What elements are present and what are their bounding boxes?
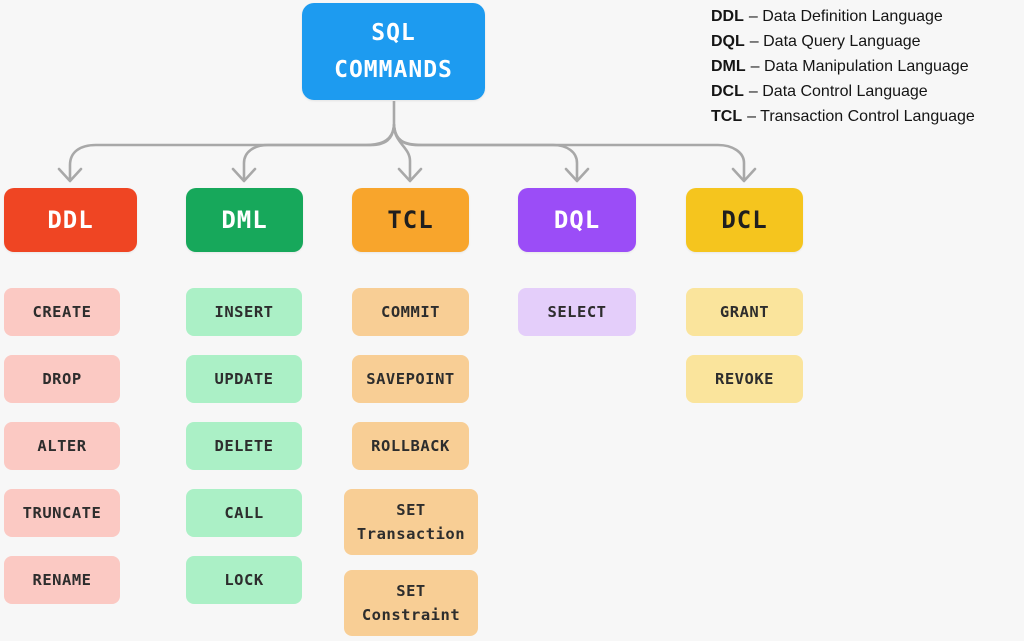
arrowhead-dml-icon xyxy=(231,167,257,183)
legend-abbr: TCL xyxy=(711,108,743,125)
command-box: ALTER xyxy=(4,422,120,470)
command-box: RENAME xyxy=(4,556,120,604)
branch-dcl-line xyxy=(392,123,746,182)
command-box: SAVEPOINT xyxy=(352,355,469,403)
command-box: DROP xyxy=(4,355,120,403)
arrowhead-dql-icon xyxy=(564,167,590,183)
column-dml: DML INSERT UPDATE DELETE CALL LOCK xyxy=(186,188,303,623)
command-box: LOCK xyxy=(186,556,302,604)
legend-abbr: DDL xyxy=(711,8,744,25)
command-box: CALL xyxy=(186,489,302,537)
command-box: SET Transaction xyxy=(344,489,478,555)
command-box: CREATE xyxy=(4,288,120,336)
legend-abbr: DQL xyxy=(711,33,745,50)
category-box-dcl: DCL xyxy=(686,188,803,252)
command-box: SET Constraint xyxy=(344,570,478,636)
sql-commands-box: SQL COMMANDS xyxy=(302,3,485,100)
command-box: COMMIT xyxy=(352,288,469,336)
command-box: TRUNCATE xyxy=(4,489,120,537)
legend: DDL– Data Definition Language DQL– Data … xyxy=(711,4,975,129)
connector-arrows xyxy=(57,101,757,183)
command-box: INSERT xyxy=(186,288,302,336)
category-box-tcl: TCL xyxy=(352,188,469,252)
arrowhead-tcl-icon xyxy=(397,167,423,183)
command-box: SELECT xyxy=(518,288,636,336)
category-box-dml: DML xyxy=(186,188,303,252)
command-box: UPDATE xyxy=(186,355,302,403)
legend-desc: – Data Query Language xyxy=(749,33,921,50)
legend-item: DML– Data Manipulation Language xyxy=(711,54,975,79)
command-box: ROLLBACK xyxy=(352,422,469,470)
legend-desc: – Transaction Control Language xyxy=(747,108,975,125)
category-box-ddl: DDL xyxy=(4,188,137,252)
branch-ddl-line xyxy=(68,101,396,182)
column-ddl: DDL CREATE DROP ALTER TRUNCATE RENAME xyxy=(4,188,137,623)
legend-desc: – Data Manipulation Language xyxy=(750,58,969,75)
legend-abbr: DCL xyxy=(711,83,744,100)
command-box: GRANT xyxy=(686,288,803,336)
arrowhead-dcl-icon xyxy=(731,167,757,183)
category-box-dql: DQL xyxy=(518,188,636,252)
command-box: DELETE xyxy=(186,422,302,470)
command-box: REVOKE xyxy=(686,355,803,403)
column-dcl: DCL GRANT REVOKE xyxy=(686,188,803,422)
column-dql: DQL SELECT xyxy=(518,188,636,355)
legend-desc: – Data Definition Language xyxy=(748,8,943,25)
legend-item: DDL– Data Definition Language xyxy=(711,4,975,29)
legend-item: DQL– Data Query Language xyxy=(711,29,975,54)
arrowhead-ddl-icon xyxy=(57,167,83,183)
legend-desc: – Data Control Language xyxy=(748,83,928,100)
legend-item: DCL– Data Control Language xyxy=(711,79,975,104)
legend-abbr: DML xyxy=(711,58,746,75)
branch-dql-line xyxy=(392,123,579,182)
column-tcl: TCL COMMIT SAVEPOINT ROLLBACK SET Transa… xyxy=(344,188,478,641)
branch-dml-line xyxy=(242,123,396,182)
legend-item: TCL– Transaction Control Language xyxy=(711,104,975,129)
